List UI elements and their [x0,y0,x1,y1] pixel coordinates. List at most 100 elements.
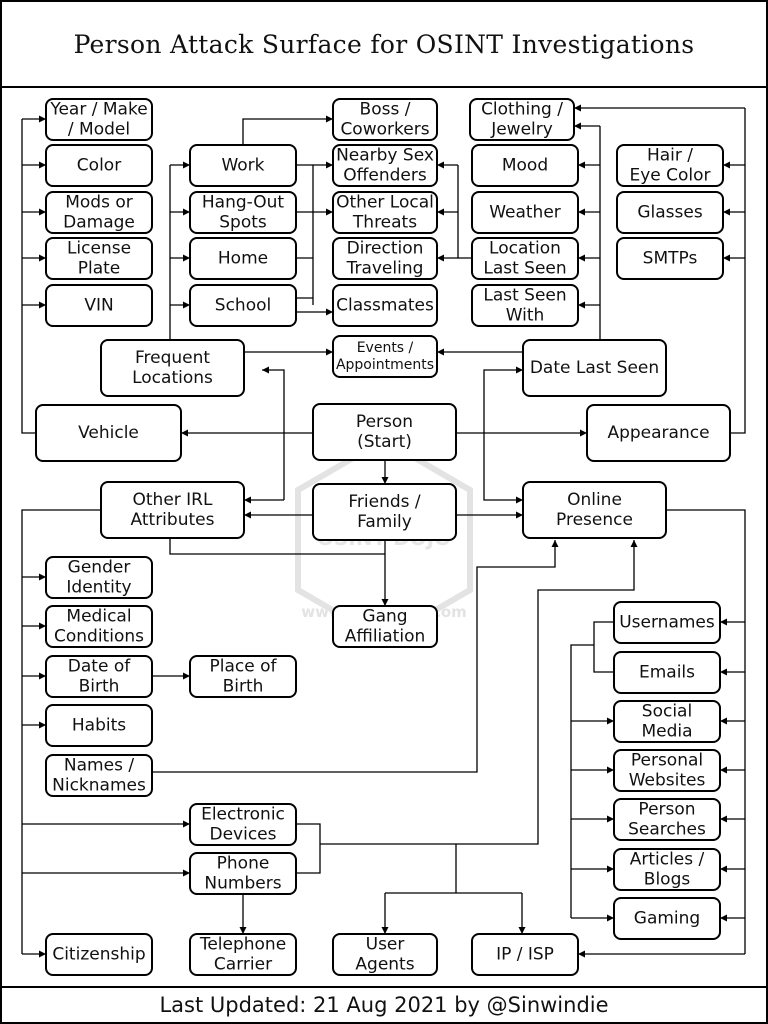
connector-42 [169,538,385,555]
node-box-classmates [332,284,438,327]
node-box-last-seen-with [471,284,579,327]
node-label-telephone-carrier: Telephone [199,934,286,954]
connector-43 [262,366,285,500]
node-label-telephone-carrier: Carrier [214,955,272,975]
node-glasses: Glasses [616,191,724,234]
node-label-events-appointments: Appointments [336,357,434,373]
node-box-date-of-birth [45,655,153,698]
node-citizenship: Citizenship [45,933,153,976]
node-smtps: SMTPs [616,237,724,280]
node-label-other-irl-attributes: Attributes [131,510,215,530]
node-appearance: Appearance [586,404,731,462]
node-box-emails [613,651,721,694]
node-box-gender-identity [45,556,153,599]
node-label-appearance: Appearance [607,423,709,443]
node-label-clothing-jewelry: Clothing / [481,99,563,119]
node-work: Work [189,144,297,187]
node-label-articles-blogs: Articles / [630,849,705,869]
node-box-place-of-birth [189,655,297,698]
node-label-names-nicknames: Nicknames [52,776,146,796]
node-label-electronic-devices: Devices [210,825,277,845]
connector-31 [730,108,746,434]
node-box-year-make-model [45,98,153,141]
node-label-direction-traveling: Traveling [346,259,424,279]
node-label-events-appointments: Events / [357,340,414,356]
title-bar: Person Attack Surface for OSINT Investig… [2,2,766,88]
node-usernames: Usernames [613,601,721,644]
node-boss-coworkers: Boss /Coworkers [332,98,438,141]
node-box-ip-isp [471,933,579,976]
node-year-make-model: Year / Make/ Model [45,98,153,141]
node-classmates: Classmates [332,284,438,327]
node-box-usernames [613,601,721,644]
node-box-school [189,284,297,327]
node-label-home: Home [218,249,268,269]
node-label-license-plate: Plate [78,259,121,279]
node-ip-isp: IP / ISP [471,933,579,976]
node-box-other-irl-attributes [100,481,245,539]
node-label-user-agents: User [366,934,405,954]
node-box-clothing-jewelry [469,98,575,141]
node-box-frequent-locations [100,339,245,397]
node-label-names-nicknames: Names / [64,755,134,775]
node-label-citizenship: Citizenship [52,945,145,965]
node-label-hangout-spots: Hang-Out [202,192,285,212]
node-box-user-agents [332,933,438,976]
node-label-place-of-birth: Place of [210,656,278,676]
node-label-date-last-seen: Date Last Seen [530,358,659,378]
connector-57 [296,823,321,874]
node-label-hair-eye-color: Hair / [647,145,693,165]
connectors [21,104,746,958]
node-label-location-last-seen: Last Seen [483,259,566,279]
node-vin: VIN [45,284,153,327]
node-label-frequent-locations: Locations [132,368,213,388]
node-label-online-presence: Presence [556,510,633,530]
node-label-hair-eye-color: Eye Color [629,166,710,186]
connector-0 [21,119,36,434]
node-box-license-plate [45,237,153,280]
node-box-telephone-carrier [189,933,297,976]
node-box-direction-traveling [332,237,438,280]
node-box-glasses [616,191,724,234]
node-label-work: Work [221,156,264,176]
page-title: Person Attack Surface for OSINT Investig… [73,29,695,59]
node-label-gang-affiliation: Affiliation [345,627,426,647]
node-label-place-of-birth: Birth [223,677,264,697]
node-box-phone-numbers [189,852,297,895]
node-label-classmates: Classmates [336,296,434,316]
node-box-social-media [613,700,721,743]
node-box-nearby-sex-offenders [332,144,438,187]
node-names-nicknames: Names /Nicknames [45,754,153,797]
node-box-hangout-spots [189,191,297,234]
node-label-school: School [215,296,271,316]
node-label-personal-websites: Websites [629,771,706,791]
node-box-other-local-threats [332,191,438,234]
node-label-medical-conditions: Medical [66,606,131,626]
node-box-gaming [613,897,721,940]
node-label-gaming: Gaming [634,909,700,929]
node-label-phone-numbers: Numbers [204,874,281,894]
node-label-emails: Emails [639,663,695,683]
node-events-appointments: Events /Appointments [332,335,438,378]
node-label-year-make-model: / Model [68,120,130,140]
connector-47 [21,509,101,954]
node-box-mood [471,144,579,187]
node-label-phone-numbers: Phone [217,853,270,873]
node-label-gender-identity: Identity [66,578,131,598]
node-box-boss-coworkers [332,98,438,141]
node-label-personal-websites: Personal [631,750,703,770]
node-school: School [189,284,297,327]
